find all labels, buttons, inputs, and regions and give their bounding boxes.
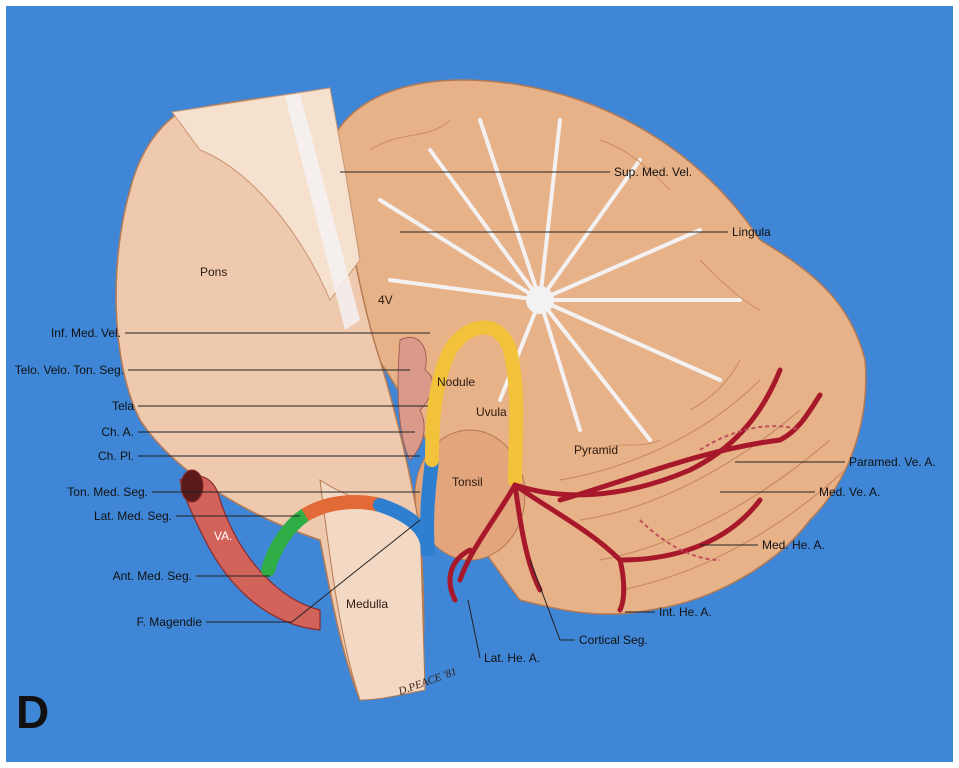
label-va: VA.: [214, 529, 232, 543]
label-lat-he-a: Lat. He. A.: [484, 651, 540, 665]
hemispheric-arteries-dashed: [639, 425, 801, 561]
label-medulla: Medulla: [346, 597, 388, 611]
label-ch-a: Ch. A.: [101, 425, 134, 439]
label-cortical-seg: Cortical Seg.: [579, 633, 648, 647]
vertebral-artery-lumen: [180, 469, 204, 503]
label-med-he-a: Med. He. A.: [762, 538, 825, 552]
label-uvula: Uvula: [476, 405, 507, 419]
label-paramed-ve-a: Paramed. Ve. A.: [849, 455, 936, 469]
segment-anterior-medullary: [261, 508, 312, 577]
label-med-ve-a: Med. Ve. A.: [819, 485, 880, 499]
panel-letter: D: [16, 686, 49, 738]
label-lat-med-seg: Lat. Med. Seg.: [94, 509, 172, 523]
label-int-he-a: Int. He. A.: [659, 605, 712, 619]
label-tonsil: Tonsil: [452, 475, 483, 489]
folia-lower: [559, 379, 846, 591]
white-matter-core: [526, 286, 554, 314]
label-tela: Tela: [112, 399, 134, 413]
aqueduct-band: [285, 94, 360, 330]
hemispheric-arteries: [447, 367, 823, 613]
label-lingula: Lingula: [732, 225, 771, 239]
label-pyramid: Pyramid: [574, 443, 618, 457]
label-pons: Pons: [200, 265, 227, 279]
label-f-magendie: F. Magendie: [137, 615, 203, 629]
callout-leaders: [125, 171, 845, 659]
label-ant-med-seg: Ant. Med. Seg.: [113, 569, 192, 583]
folia-cortex: [369, 119, 761, 451]
label-sup-med-vel: Sup. Med. Vel.: [614, 165, 692, 179]
label-4v: 4V: [378, 293, 393, 307]
arbor-vitae: [378, 118, 742, 442]
label-nodule: Nodule: [437, 375, 475, 389]
vertebral-artery: [179, 475, 321, 631]
label-inf-med-vel: Inf. Med. Vel.: [51, 326, 121, 340]
segment-tonsillomedullary: [373, 453, 439, 556]
label-ch-pl: Ch. Pl.: [98, 449, 134, 463]
choroid-plexus: [397, 336, 434, 461]
label-telo-velo-ton-seg: Telo. Velo. Ton. Seg.: [15, 363, 124, 377]
segment-telovelotonsillar: [425, 320, 524, 487]
label-ton-med-seg: Ton. Med. Seg.: [67, 485, 148, 499]
